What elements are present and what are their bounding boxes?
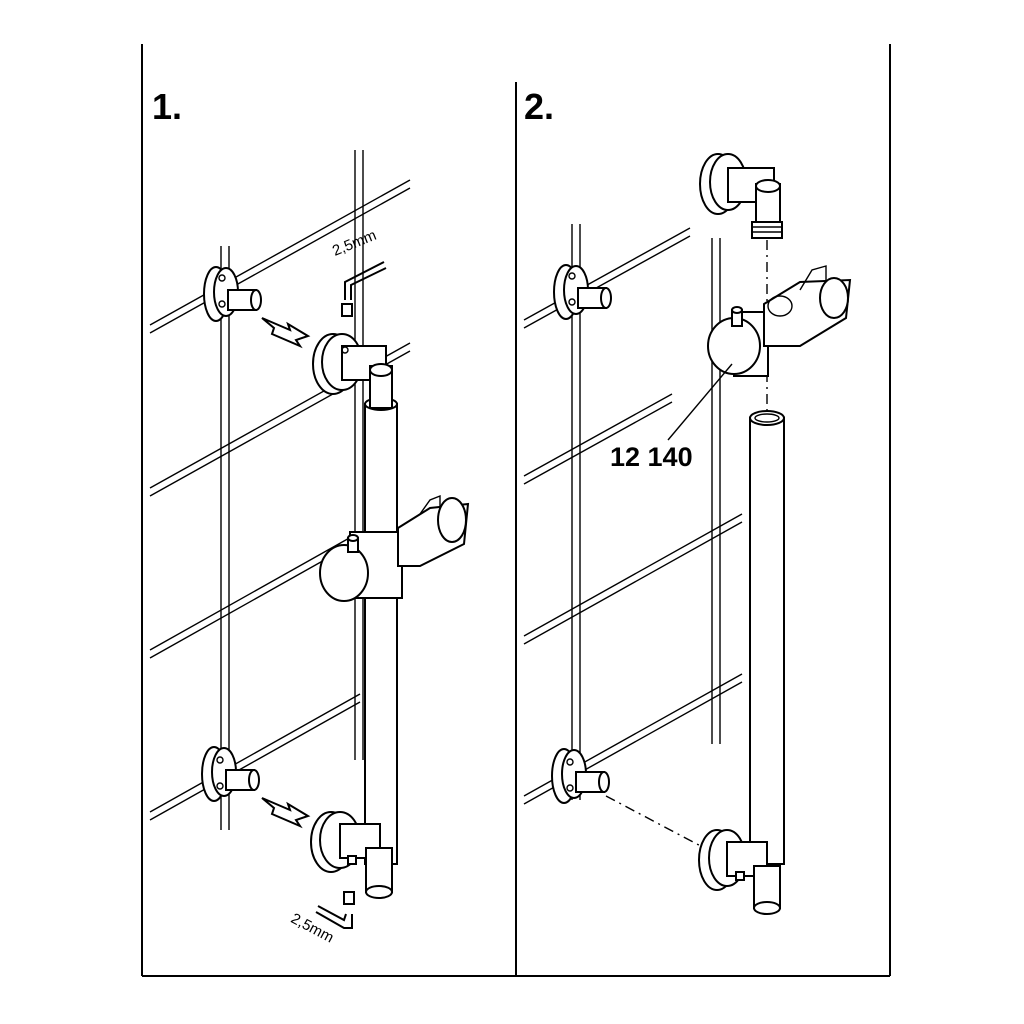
bottom-rod-holder bbox=[310, 811, 393, 899]
top-rod-holder bbox=[312, 333, 393, 409]
bottom-wall-bracket bbox=[201, 746, 260, 802]
top-wall-bracket bbox=[203, 266, 262, 322]
panel-2-bottom-wall-bracket bbox=[551, 748, 610, 804]
step-2-number: 2. bbox=[524, 86, 555, 127]
hex-key-bottom-icon bbox=[315, 891, 355, 929]
panel-2-top-rod-holder bbox=[699, 153, 783, 239]
panel-2-top-wall-bracket bbox=[553, 264, 612, 320]
part-number-label: 12 140 bbox=[610, 442, 693, 472]
hex-key-top-icon bbox=[341, 261, 387, 317]
part-callout-leader bbox=[667, 363, 733, 441]
panel-2-slide-rail-rod bbox=[749, 410, 785, 865]
step-1-number: 1. bbox=[152, 86, 183, 127]
insert-arrow-top bbox=[261, 317, 311, 349]
assembly-guide-lines bbox=[605, 240, 768, 853]
panel-2-bottom-rod-holder bbox=[698, 829, 781, 915]
panel-2-sliding-holder bbox=[707, 265, 852, 377]
insert-arrow-bottom bbox=[261, 797, 311, 829]
sliding-shower-holder bbox=[319, 494, 470, 602]
panel-2-wall-tiles bbox=[523, 224, 743, 805]
frame bbox=[141, 44, 891, 977]
slide-rail-rod bbox=[364, 397, 398, 865]
